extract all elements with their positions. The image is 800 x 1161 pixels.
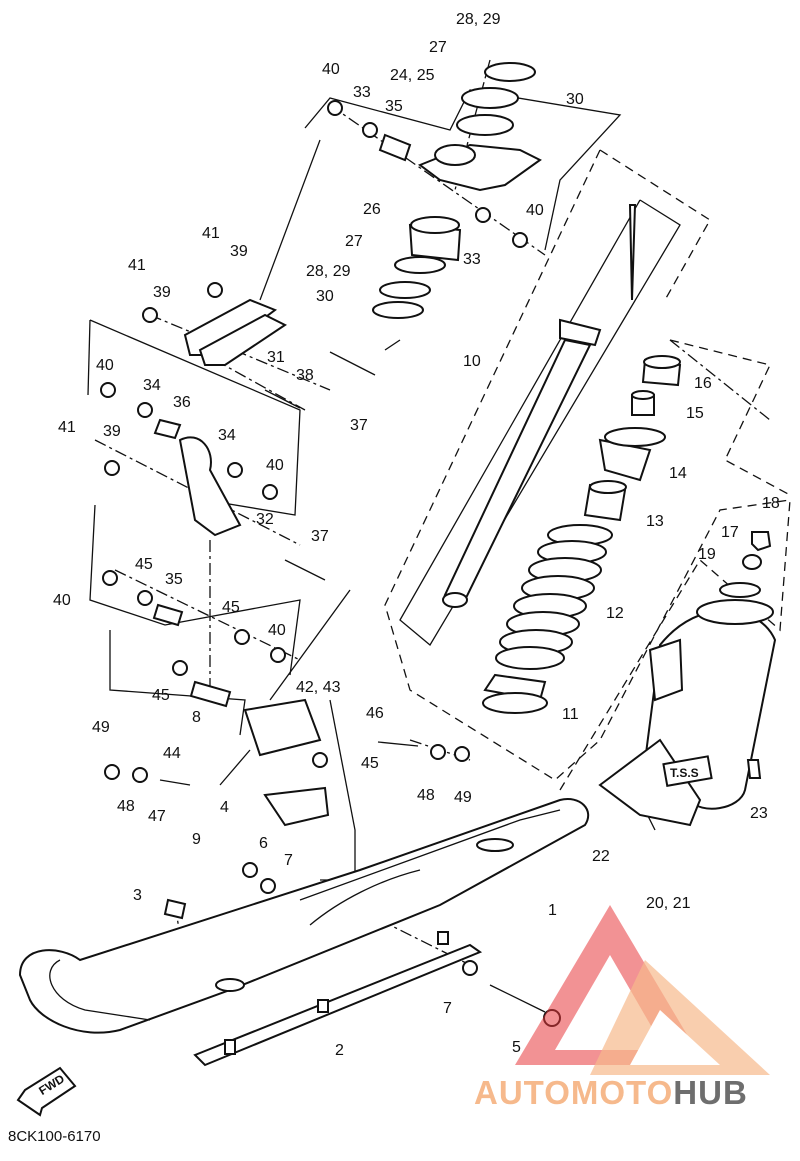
callout-label: 45 — [135, 556, 153, 573]
callout-label: 5 — [512, 1039, 521, 1056]
callout-label: 36 — [173, 394, 191, 411]
callout-label: 42, 43 — [296, 679, 341, 696]
callout-label: 13 — [646, 513, 664, 530]
callout-label: 9 — [192, 831, 201, 848]
callout-label: 37 — [350, 417, 368, 434]
callout-label: 45 — [152, 687, 170, 704]
callout-label: 16 — [694, 375, 712, 392]
shock-parts: T.S.S — [442, 204, 777, 827]
callout-label: 45 — [361, 755, 379, 772]
callout-label: 19 — [698, 546, 716, 563]
callout-labels: 28, 29 27 24, 25 30 40 33 35 26 40 27 33… — [53, 11, 780, 1059]
callout-label: 40 — [266, 457, 284, 474]
callout-label: 22 — [592, 848, 610, 865]
callout-label: 39 — [103, 423, 121, 440]
callout-label: 8 — [192, 709, 201, 726]
callout-label: 41 — [128, 257, 146, 274]
callout-label: 40 — [268, 622, 286, 639]
callout-label: 34 — [218, 427, 236, 444]
callout-label: 12 — [606, 605, 624, 622]
callout-label: 38 — [296, 367, 314, 384]
callout-label: 40 — [322, 61, 340, 78]
callout-label: 33 — [463, 251, 481, 268]
callout-label: 11 — [562, 706, 579, 723]
callout-label: 49 — [454, 789, 472, 806]
callout-label: 6 — [259, 835, 268, 852]
callout-label: 39 — [230, 243, 248, 260]
callout-label: 44 — [163, 745, 181, 762]
callout-label: 27 — [345, 233, 363, 250]
callout-label: 35 — [385, 98, 403, 115]
callout-label: 3 — [133, 887, 142, 904]
brand-part-automoto: AUTOMOTO — [474, 1074, 674, 1111]
upper-mount-parts — [327, 62, 542, 319]
callout-label: 10 — [463, 353, 481, 370]
callout-label: 7 — [443, 1000, 452, 1017]
diagram-code: 8CK100-6170 — [8, 1128, 101, 1145]
callout-label: 46 — [366, 705, 384, 722]
callout-label: 2 — [335, 1042, 344, 1059]
callout-label: 48 — [417, 787, 435, 804]
brand-part-hub: HUB — [673, 1074, 748, 1111]
callout-label: 30 — [566, 91, 584, 108]
brand-wordmark: AUTOMOTOHUB — [474, 1074, 748, 1112]
callout-label: 40 — [96, 357, 114, 374]
runner-part-2 — [193, 931, 483, 1067]
callout-label: 39 — [153, 284, 171, 301]
callout-label: 33 — [353, 84, 371, 101]
callout-label: 7 — [284, 852, 293, 869]
callout-label: 1 — [548, 902, 557, 919]
spring-coils — [495, 524, 613, 670]
ski-part-1 — [18, 798, 590, 1034]
callout-label: 24, 25 — [390, 67, 435, 84]
callout-label: 18 — [762, 495, 780, 512]
fwd-arrow-icon: FWD — [16, 1066, 77, 1117]
callout-label: 27 — [429, 39, 447, 56]
callout-label: 40 — [526, 202, 544, 219]
callout-label: 40 — [53, 592, 71, 609]
callout-label: 20, 21 — [646, 895, 691, 912]
callout-label: 26 — [363, 201, 381, 218]
callout-label: 31 — [267, 349, 285, 366]
callout-label: 28, 29 — [456, 11, 501, 28]
callout-label: 14 — [669, 465, 687, 482]
callout-label: 23 — [750, 805, 768, 822]
callout-label: 49 — [92, 719, 110, 736]
svg-text:T.S.S: T.S.S — [670, 766, 699, 780]
callout-label: 30 — [316, 288, 334, 305]
callout-label: 41 — [58, 419, 76, 436]
callout-label: 37 — [311, 528, 329, 545]
callout-label: 48 — [117, 798, 135, 815]
callout-label: 28, 29 — [306, 263, 351, 280]
callout-label: 32 — [256, 511, 274, 528]
callout-label: 15 — [686, 405, 704, 422]
callout-label: 17 — [721, 524, 739, 541]
callout-label: 47 — [148, 808, 166, 825]
automotohub-logo-icon — [515, 905, 770, 1075]
link-parts — [100, 282, 561, 1027]
callout-label: 35 — [165, 571, 183, 588]
callout-label: 4 — [220, 799, 229, 816]
callout-label: 34 — [143, 377, 161, 394]
callout-label: 45 — [222, 599, 240, 616]
callout-label: 41 — [202, 225, 220, 242]
